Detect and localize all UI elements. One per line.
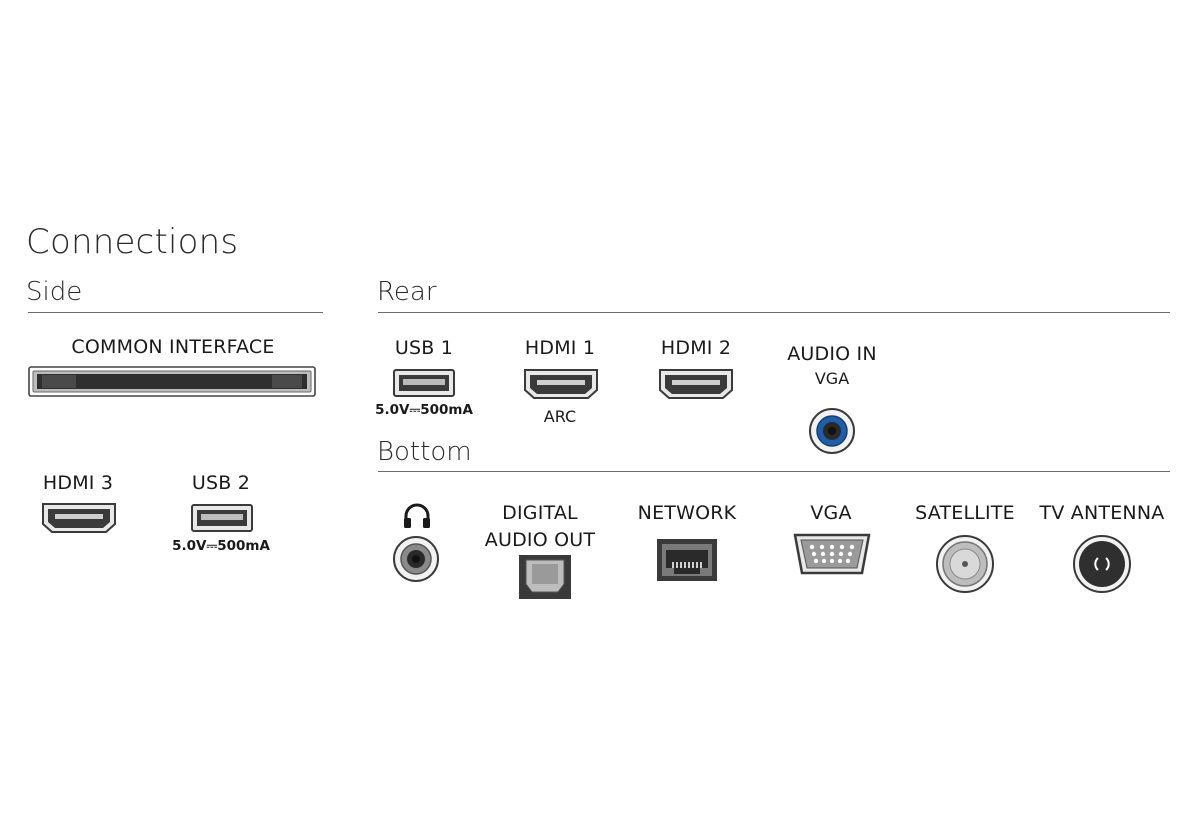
hdmi1-port-icon [524, 369, 598, 399]
hdmi3-port-icon [42, 503, 116, 533]
vga-port-icon [793, 533, 871, 575]
common-interface-slot-icon [28, 366, 316, 397]
section-rear-rule [378, 312, 1170, 313]
usb1-label: USB 1 [394, 337, 454, 359]
satellite-label: SATELLITE [915, 502, 1015, 524]
tv-antenna-connector-icon [1073, 535, 1131, 593]
digital-audio-out-label-line2: AUDIO OUT [484, 529, 596, 551]
hdmi2-port-icon [659, 369, 733, 399]
hdmi1-arc-label: ARC [543, 407, 577, 426]
usb2-rating-label: 5.0V⎓500mA [172, 538, 270, 554]
headphone-icon [404, 503, 430, 528]
section-rear-heading: Rear [377, 277, 437, 307]
section-bottom-heading: Bottom [377, 437, 472, 467]
tv-antenna-label: TV ANTENNA [1039, 502, 1165, 524]
usb1-port-icon [393, 369, 455, 397]
section-side-rule [28, 312, 323, 313]
section-bottom-rule [378, 471, 1170, 472]
usb1-rating-label: 5.0V⎓500mA [375, 402, 473, 418]
usb2-label: USB 2 [191, 472, 251, 494]
ethernet-port-icon [657, 539, 717, 581]
page-title: Connections [26, 222, 239, 262]
digital-audio-out-label-line1: DIGITAL [502, 502, 578, 524]
audio-in-jack-icon [809, 408, 855, 454]
audio-in-label: AUDIO IN [787, 343, 877, 365]
satellite-connector-icon [936, 535, 994, 593]
network-label: NETWORK [637, 502, 737, 524]
usb2-port-icon [191, 504, 253, 532]
hdmi1-label: HDMI 1 [524, 337, 596, 359]
common-interface-label: COMMON INTERFACE [71, 336, 275, 358]
optical-port-icon [519, 555, 571, 599]
audio-in-vga-label: VGA [814, 369, 850, 388]
hdmi2-label: HDMI 2 [660, 337, 732, 359]
section-side-heading: Side [26, 277, 83, 307]
headphone-jack-icon [393, 536, 439, 582]
hdmi3-label: HDMI 3 [42, 472, 114, 494]
vga-label: VGA [810, 502, 852, 524]
